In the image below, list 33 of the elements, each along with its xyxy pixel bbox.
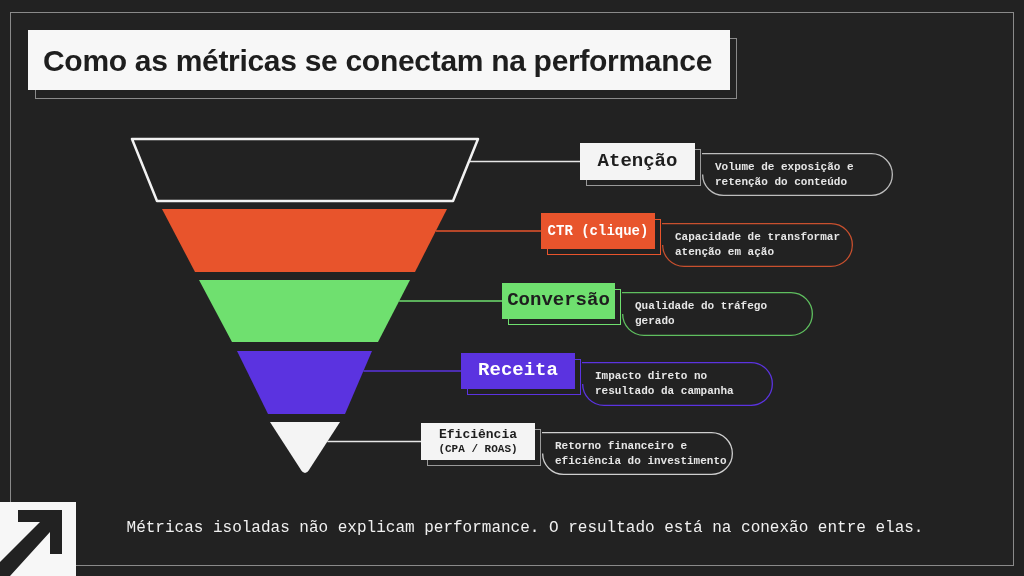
metric-tag (502, 283, 615, 319)
leader-line (326, 440, 422, 443)
funnel-band (237, 351, 372, 414)
funnel-band (199, 280, 410, 342)
description-pill (622, 292, 813, 336)
description-text: Volume de exposição e retenção do conteúdo (715, 159, 855, 190)
description-pill (702, 153, 893, 196)
description-pill (542, 432, 733, 475)
metric-tag (421, 423, 535, 460)
metric-tag (541, 213, 655, 249)
description-pill (662, 223, 853, 267)
metric-tag (580, 143, 695, 180)
metric-name: Eficiência (439, 427, 517, 443)
funnel-tip (270, 422, 340, 476)
metric-name: Conversão (507, 290, 610, 312)
funnel-band (130, 137, 480, 203)
metric-name: Atenção (597, 150, 678, 173)
leader-line (398, 300, 503, 302)
caption: Métricas isoladas não explicam performance. O resultado está na conexão entre elas. (126, 519, 924, 538)
metric-detail: (CPA / ROAS) (438, 442, 518, 456)
metric-tag (461, 353, 575, 389)
metric-name: CTR (clique) (547, 222, 649, 240)
description-pill (582, 362, 773, 406)
description-text: Qualidade do tráfego gerado (635, 299, 769, 329)
leader-line (362, 370, 462, 372)
leader-line (435, 230, 542, 232)
description-text: Capacidade de transformar atenção em ação (675, 230, 842, 260)
description-text: Retorno financeiro e eficiência do investimento (555, 438, 728, 469)
leader-line (468, 160, 581, 163)
metric-name: Receita (478, 360, 558, 382)
description-text: Impacto direto no resultado da campanha (595, 369, 735, 399)
funnel-band (162, 209, 447, 272)
title: Como as métricas se conectam na performance (43, 43, 713, 77)
